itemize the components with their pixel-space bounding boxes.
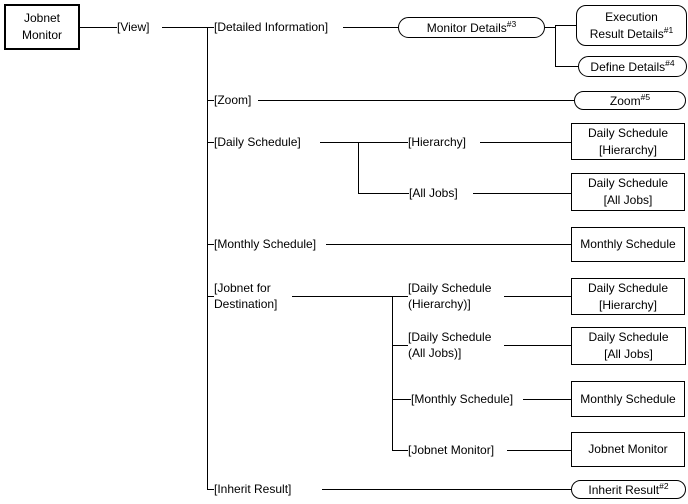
node-text-sup: #3	[506, 18, 517, 29]
menu-label-zoom: [Zoom]	[214, 93, 252, 107]
node-monthly-schedule: Monthly Schedule	[571, 227, 685, 262]
connector-line	[207, 142, 214, 143]
menu-label-all-jobs: [All Jobs]	[409, 186, 458, 200]
node-text-sup: #4	[665, 57, 675, 68]
menu-label-daily-schedule: [Daily Schedule]	[214, 135, 301, 149]
menu-label-monthly-schedule: [Monthly Schedule]	[214, 237, 317, 251]
node-text-line2: [Hierarchy]	[598, 297, 657, 312]
node-text-main: Zoom	[609, 93, 641, 108]
node-text-sup: #2	[659, 480, 669, 491]
label-line: [Jobnet for	[214, 281, 271, 295]
node-text-line1: Daily Schedule	[587, 176, 669, 190]
connector-line	[504, 296, 571, 297]
node-text-line1: Daily Schedule	[587, 280, 669, 295]
node-text-main: Define Details	[590, 59, 666, 74]
connector-line	[473, 193, 571, 194]
connector-line	[507, 450, 571, 451]
connector-line	[207, 100, 214, 101]
label-line: (All Jobs)]	[408, 346, 462, 360]
node-execution-result-details: Execution Result Details#1	[576, 5, 687, 46]
sub-trunk-jobnet-for-destination	[392, 296, 393, 451]
node-daily-schedule-all-jobs: Daily Schedule [All Jobs]	[571, 173, 685, 211]
node-dest-daily-schedule-all-jobs: Daily Schedule [All Jobs]	[571, 327, 686, 365]
connector-line	[555, 66, 578, 67]
connector-line	[392, 450, 408, 451]
node-text-line1: Daily Schedule	[587, 125, 669, 140]
node-text: Jobnet Monitor	[588, 442, 668, 456]
node-define-details: Define Details#4	[578, 56, 687, 77]
node-text: Monitor Details#3	[426, 18, 517, 36]
root-node-label-line2: Monitor	[21, 28, 62, 42]
node-text-sup: #5	[640, 91, 651, 102]
node-text-main: Result Details	[589, 26, 664, 41]
node-zoom: Zoom#5	[574, 91, 686, 110]
node-text: Inherit Result#2	[588, 480, 669, 498]
connector-line	[392, 345, 408, 346]
connector-line	[207, 489, 214, 490]
node-dest-daily-schedule-hierarchy: Daily Schedule [Hierarchy]	[571, 278, 685, 315]
menu-label-dest-jobnet-monitor: [Jobnet Monitor]	[408, 443, 495, 457]
connector-line	[326, 244, 571, 245]
node-inherit-result: Inherit Result#2	[571, 480, 686, 499]
connector-line	[358, 193, 409, 194]
junction-line	[555, 25, 556, 67]
node-monitor-details: Monitor Details#3	[398, 17, 545, 38]
label-line: [Daily Schedule	[408, 330, 492, 344]
node-daily-schedule-hierarchy: Daily Schedule [Hierarchy]	[571, 123, 685, 160]
connector-line	[343, 27, 398, 28]
menu-label-dest-daily-schedule-hierarchy: [Daily Schedule (Hierarchy)]	[408, 280, 491, 312]
node-text-main: Monitor Details	[426, 20, 507, 35]
connector-line	[207, 244, 214, 245]
node-text-line2: [All Jobs]	[604, 347, 653, 361]
menu-label-detailed-information: [Detailed Information]	[214, 20, 329, 34]
node-text-line1: Execution	[605, 9, 658, 24]
connector-line	[322, 489, 571, 490]
root-node-label-line1: Jobnet	[23, 11, 61, 25]
node-text: Define Details#4	[590, 57, 675, 75]
node-text: Zoom#5	[609, 91, 651, 109]
connector-line	[480, 142, 571, 143]
node-text-line2: [All Jobs]	[603, 193, 653, 207]
label-line: Destination]	[214, 297, 278, 311]
connector-line	[258, 100, 574, 101]
node-text: Monthly Schedule	[580, 391, 676, 406]
connector-line	[320, 142, 408, 143]
menu-label-jobnet-for-destination: [Jobnet for Destination]	[214, 280, 277, 312]
menu-label-hierarchy: [Hierarchy]	[408, 135, 467, 149]
connector-line	[555, 25, 576, 26]
menu-label-dest-monthly-schedule: [Monthly Schedule]	[411, 392, 514, 406]
label-line: (Hierarchy)]	[408, 297, 471, 311]
node-text-main: Inherit Result	[588, 482, 660, 497]
node-text-line2: [Hierarchy]	[598, 142, 657, 157]
node-dest-jobnet-monitor: Jobnet Monitor	[571, 432, 685, 467]
node-text-line2: Result Details#1	[589, 24, 674, 43]
connector-line	[523, 399, 571, 400]
connector-line	[392, 399, 411, 400]
root-node-jobnet-monitor: Jobnet Monitor	[4, 4, 80, 50]
node-text: Monthly Schedule	[580, 237, 676, 251]
node-text-line1: Daily Schedule	[588, 330, 669, 344]
sub-trunk-daily-schedule	[358, 142, 359, 194]
connector-line	[162, 27, 214, 28]
connector-line	[545, 27, 555, 28]
connector-line	[292, 296, 408, 297]
connector-line	[80, 27, 117, 28]
label-line: [Daily Schedule	[408, 281, 492, 295]
menu-label-inherit-result: [Inherit Result]	[214, 482, 292, 496]
menu-label-dest-daily-schedule-all-jobs: [Daily Schedule (All Jobs)]	[408, 329, 491, 361]
menu-label-view: [View]	[117, 20, 150, 34]
node-text-sup: #1	[663, 24, 674, 35]
connector-line	[504, 345, 571, 346]
main-trunk-line	[207, 27, 208, 490]
connector-line	[207, 296, 214, 297]
node-dest-monthly-schedule: Monthly Schedule	[571, 381, 685, 417]
